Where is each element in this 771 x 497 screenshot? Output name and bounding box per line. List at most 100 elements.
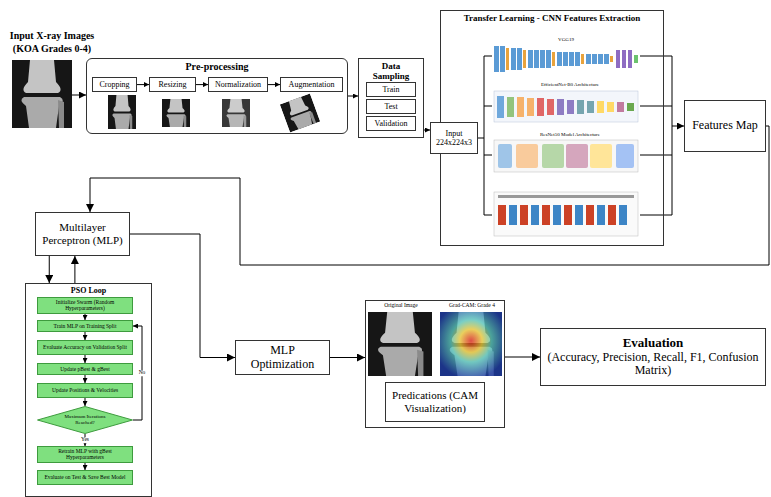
node-label: Multilayer Perceptron (MLP) [40,221,125,246]
preprocessing-thumbnails [108,95,136,129]
efficientnet-figure [527,98,534,116]
vgg19-figure [540,50,545,68]
resnet50-figure [494,140,638,172]
process-box: Cropping [92,77,137,92]
flow-step: Retrain MLP with gBest Hyperparameters [37,446,133,463]
cnn-figure [619,205,627,225]
vgg19-figure [569,52,574,66]
vgg19-figure [628,50,632,68]
prediction-images [368,312,502,376]
flow-arrow [348,96,358,97]
efficientnet-figure [607,102,614,112]
split-box: Validation [366,116,416,131]
cnn-figure [498,205,506,225]
loop-group: PSO LoopInitialize Swarm (Random Hyperpa… [25,283,152,497]
flow-arrow [72,95,86,96]
preprocessing-thumbnails [222,99,250,127]
flow-step: Update pBest & gBest [37,363,133,375]
split-box: Test [366,99,416,114]
flow-step: Train MLP on Training Split [37,320,133,332]
prediction-panel: Original ImageGrad-CAM: Grade 4Predicati… [365,300,505,428]
node-label: Evaluation [623,336,684,351]
flow-step: Evaluate Accuracy on Validation Split [37,340,133,355]
vgg19-figure [523,50,526,68]
edge-label: Yes [80,437,90,443]
process-box: Features Map [684,100,766,152]
vgg19-figure [598,54,603,64]
node-label: Features Map [692,119,758,133]
vgg19-figure [494,46,638,72]
node-label: Resizing [159,80,187,89]
group-title: PSO Loop [30,286,147,295]
result-box: Evaluation(Accuracy, Precision, Recall, … [540,328,766,386]
vgg19-figure [604,54,609,64]
process-box: Normalization [208,77,268,92]
figure-caption: EfficientNet-B0 Architecture [516,82,624,88]
cnn-figure [608,205,616,225]
efficientnet-figure [497,96,504,118]
cnn-figure [531,205,539,225]
flow-arrow [330,357,365,358]
efficientnet-figure [494,91,638,122]
node-label: Evaluate on Test & Save Best Model [44,474,125,480]
efficientnet-figure [507,97,514,117]
preprocessing-thumbnails [162,99,190,127]
branch-lines [672,126,684,127]
branch-lines [640,56,672,215]
flow-arrow [268,84,280,85]
vgg19-figure [534,50,539,68]
flow-arrow [130,234,235,358]
resnet50-figure [494,140,638,172]
vgg19-figure [494,46,499,72]
vgg19-figure [528,50,533,68]
decision-diamond: Maximum Iterations Reached? [37,406,133,434]
process-group: Data SamplingTrainTestValidation [358,58,424,138]
cnn-figure [542,205,550,225]
node-label: Test [384,102,397,111]
xray-image [12,60,72,128]
cnn-figure [564,205,572,225]
flow-arrow [49,256,50,283]
vgg19-figure [575,52,580,66]
flow-arrow [137,84,149,85]
efficientnet-figure [577,100,584,114]
node-label: Retrain MLP with gBest Hyperparameters [41,448,129,461]
vgg19-figure [622,50,626,68]
flow-arrow [505,357,540,358]
node-label: MLP Optimization [240,344,325,372]
node-label: Predications (CAM Visualization) [390,389,480,414]
efficientnet-figure [557,99,564,115]
vgg19-figure [517,48,522,70]
node-label: Original Image [369,302,433,308]
cnn-figure [586,205,594,225]
efficientnet-figure [567,100,574,114]
efficientnet-figure [587,101,594,113]
group-title: Data Sampling [363,61,419,82]
resnet50-figure [516,144,538,168]
resnet50-figure [566,144,588,168]
vgg19-figure [586,54,591,64]
input-caption: Input X-ray Images [2,30,102,42]
efficientnet-figure [517,97,524,117]
cnn-figure [509,205,517,225]
input-caption: (KOA Grades 0-4) [2,43,102,55]
node-label: Normalization [215,80,261,89]
vgg19-figure [557,52,562,66]
resnet50-figure [616,144,634,168]
process-box: Predications (CAM Visualization) [385,382,485,422]
flow-arrow [85,398,86,406]
resnet50-figure [590,144,612,168]
branch-lines [478,56,492,215]
vgg19-figure [581,54,584,64]
vgg19-figure [500,46,505,72]
node-label: Validation [375,119,408,128]
preprocessing-thumbnails [280,93,320,132]
vgg19-figure [592,54,597,64]
process-box: Resizing [149,77,196,92]
vgg19-figure [610,56,613,62]
node-label: Update Positions & Velocities [52,387,118,393]
preprocessing-thumbnails [280,93,320,132]
flow-arrow [85,375,86,383]
